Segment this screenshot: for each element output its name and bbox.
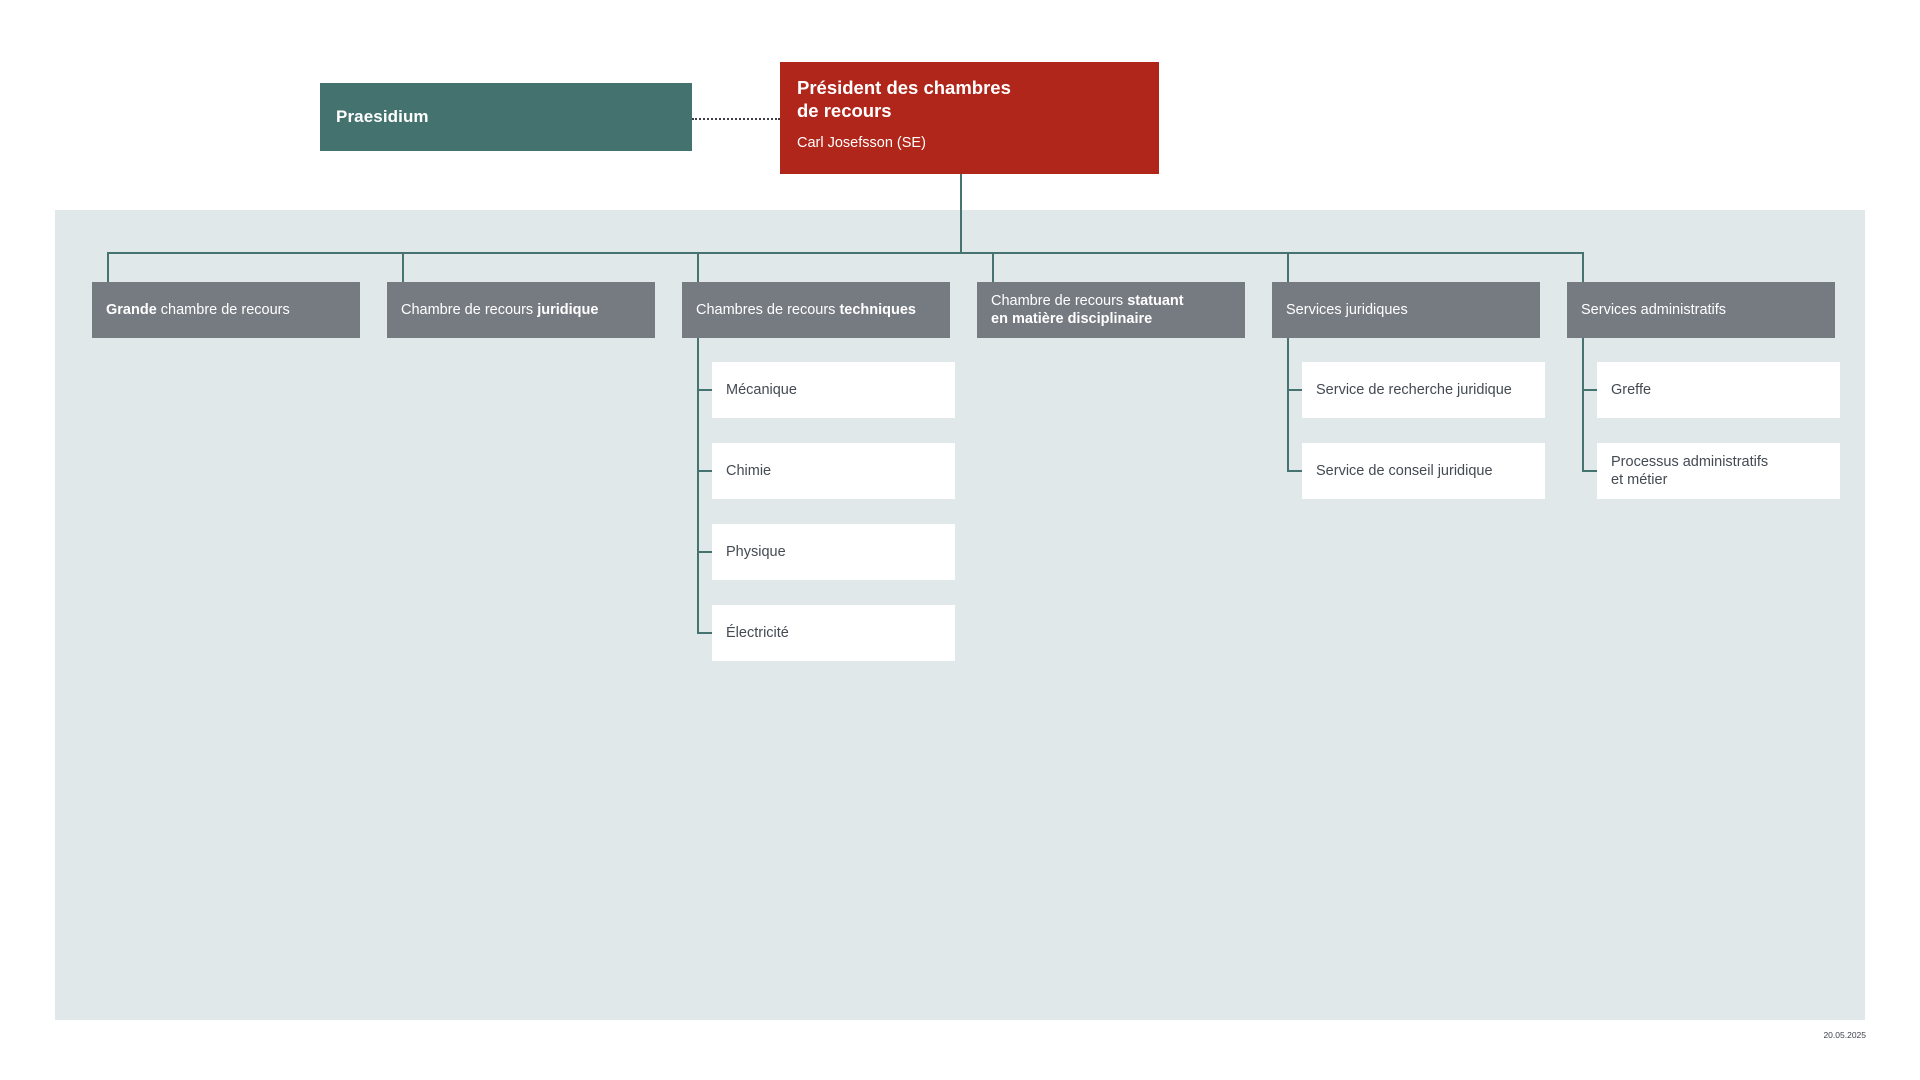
child-label: Mécanique [726, 382, 797, 398]
child-label: Service de recherche juridique [1316, 382, 1512, 398]
child-stub-line [697, 389, 712, 391]
praesidium-president-dotted-connector [692, 118, 780, 120]
president-title: Président des chambres de recours [797, 77, 1011, 121]
department-drop-line [1287, 252, 1289, 282]
child-box-greffe[interactable]: Greffe [1597, 362, 1840, 418]
child-stub-line [1287, 470, 1302, 472]
department-label: Chambre de recours juridique [401, 302, 599, 318]
child-label: Service de conseil juridique [1316, 463, 1493, 479]
department-label: Services administratifs [1581, 302, 1727, 318]
department-box-grande-chambre-de-recours[interactable]: Grande chambre de recours [92, 282, 360, 338]
child-label: Processus administratifs et métier [1611, 454, 1769, 488]
child-box-processus-administratifs-et-metier[interactable]: Processus administratifs et métier [1597, 443, 1840, 499]
child-stub-line [697, 632, 712, 634]
department-bus-line [107, 252, 1582, 254]
child-label: Greffe [1611, 382, 1652, 398]
department-drop-line [1582, 252, 1584, 282]
department-box-services-administratifs[interactable]: Services administratifs [1567, 282, 1835, 338]
child-box-service-de-recherche-juridique[interactable]: Service de recherche juridique [1302, 362, 1545, 418]
department-drop-line [992, 252, 994, 282]
child-stub-line [1582, 389, 1597, 391]
department-box-chambres-de-recours-techniques[interactable]: Chambres de recours techniques [682, 282, 950, 338]
president-stem-line [960, 174, 962, 254]
child-label: Électricité [726, 625, 789, 641]
child-rail-line [697, 338, 699, 633]
child-stub-line [697, 551, 712, 553]
department-drop-line [697, 252, 699, 282]
child-box-physique[interactable]: Physique [712, 524, 955, 580]
child-label: Physique [726, 544, 786, 560]
child-label: Chimie [726, 463, 772, 479]
department-box-chambre-de-recours-juridique[interactable]: Chambre de recours juridique [387, 282, 655, 338]
child-rail-line [1287, 338, 1289, 471]
president-box[interactable]: Président des chambres de recours Carl J… [780, 62, 1159, 174]
department-label: Grande chambre de recours [106, 302, 290, 318]
child-rail-line [1582, 338, 1584, 471]
president-person-name: Carl Josefsson (SE) [797, 135, 926, 151]
footer-date: 20.05.2025 [1823, 1030, 1866, 1040]
chart-background-panel [55, 210, 1865, 1020]
child-box-service-de-conseil-juridique[interactable]: Service de conseil juridique [1302, 443, 1545, 499]
child-stub-line [1582, 470, 1597, 472]
department-drop-line [107, 252, 109, 282]
department-drop-line [402, 252, 404, 282]
child-box-chimie[interactable]: Chimie [712, 443, 955, 499]
department-box-services-juridiques[interactable]: Services juridiques [1272, 282, 1540, 338]
department-label: Services juridiques [1286, 302, 1408, 318]
department-label: Chambres de recours techniques [696, 302, 916, 318]
child-box-mecanique[interactable]: Mécanique [712, 362, 955, 418]
praesidium-label: Praesidium [336, 107, 429, 126]
child-stub-line [697, 470, 712, 472]
child-box-electricite[interactable]: Électricité [712, 605, 955, 661]
child-stub-line [1287, 389, 1302, 391]
praesidium-box[interactable]: Praesidium [320, 83, 692, 151]
